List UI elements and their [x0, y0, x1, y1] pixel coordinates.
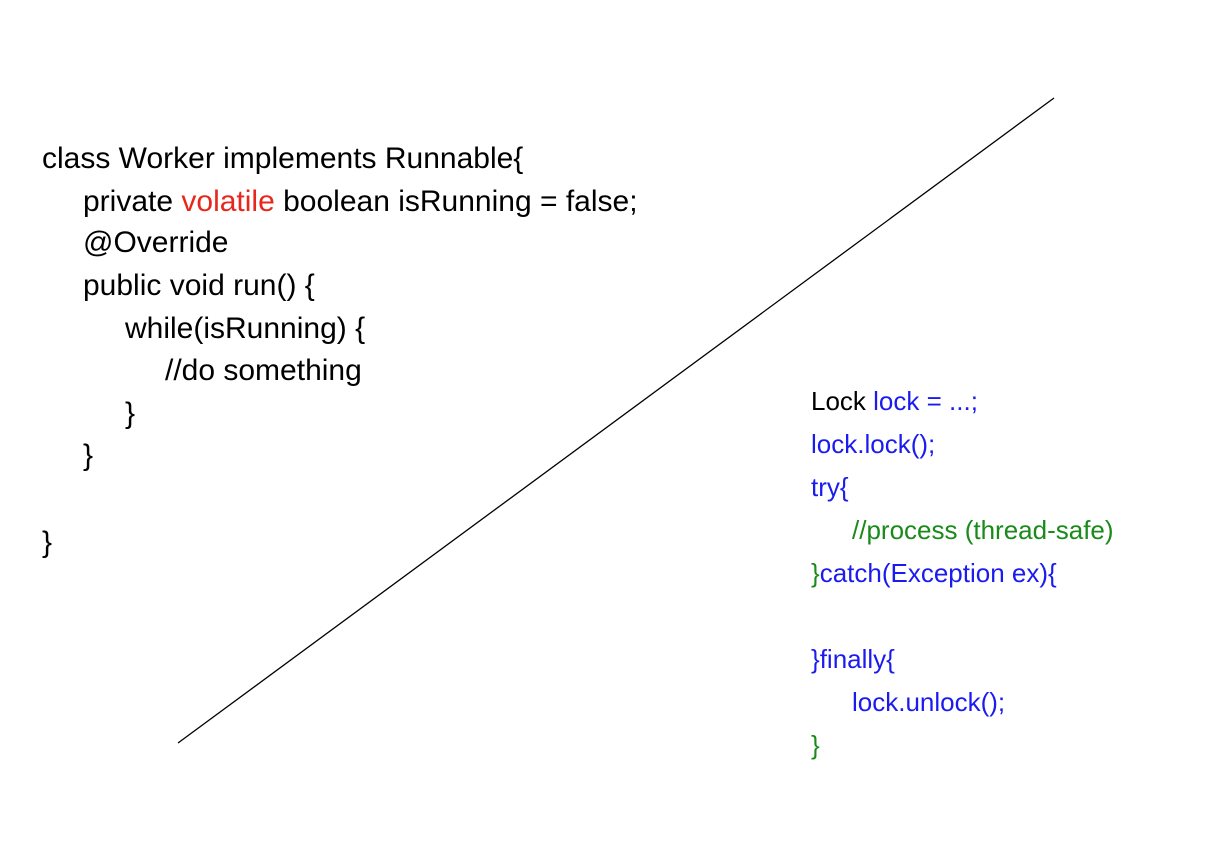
- code-line-field-declaration: private volatile boolean isRunning = fal…: [83, 180, 638, 223]
- code-line-finally: }finally{: [811, 638, 895, 681]
- code-line-final-close-brace: }: [811, 724, 820, 767]
- code-line-override-annotation: @Override: [83, 221, 229, 264]
- code-line-process-comment: //process (thread-safe): [852, 509, 1114, 552]
- code-text: lock = ...;: [873, 386, 978, 416]
- code-line-while-close-brace: }: [125, 392, 135, 435]
- code-text: finally{: [819, 644, 895, 674]
- code-text: }: [42, 526, 53, 559]
- code-text: }: [811, 644, 820, 674]
- code-text: }: [811, 730, 820, 760]
- code-text: private: [83, 185, 182, 218]
- code-line-try: try{: [811, 466, 849, 509]
- code-line-class-declaration: class Worker implements Runnable{: [42, 137, 523, 180]
- code-line-unlock-call: lock.unlock();: [852, 681, 1005, 724]
- code-text: while(isRunning) {: [125, 312, 366, 345]
- code-text: }: [83, 439, 94, 472]
- code-text: @Override: [83, 226, 229, 259]
- code-text: lock.unlock();: [852, 687, 1006, 717]
- code-line-class-close-brace: }: [42, 521, 52, 564]
- code-text: try{: [811, 472, 849, 502]
- code-text: //process (thread-safe): [852, 515, 1114, 545]
- code-text: Lock: [811, 386, 874, 416]
- code-text: }: [811, 558, 820, 588]
- code-line-while-loop: while(isRunning) {: [125, 307, 365, 350]
- code-text: class Worker implements Runnable{: [42, 142, 524, 175]
- code-line-catch: }catch(Exception ex){: [811, 552, 1057, 595]
- code-line-lock-declaration: Lock lock = ...;: [811, 380, 978, 423]
- code-line-comment: //do something: [165, 349, 362, 392]
- code-text: }: [125, 397, 136, 430]
- code-text: //do something: [165, 354, 362, 387]
- code-text: public void run() {: [83, 269, 315, 302]
- code-text: catch(Exception ex){: [819, 558, 1057, 588]
- code-line-method-close-brace: }: [83, 434, 93, 477]
- volatile-keyword: volatile: [181, 185, 275, 218]
- code-text: boolean isRunning = false;: [274, 185, 638, 218]
- code-line-lock-call: lock.lock();: [811, 423, 935, 466]
- code-text: lock.lock();: [811, 429, 936, 459]
- code-line-run-method: public void run() {: [83, 264, 315, 307]
